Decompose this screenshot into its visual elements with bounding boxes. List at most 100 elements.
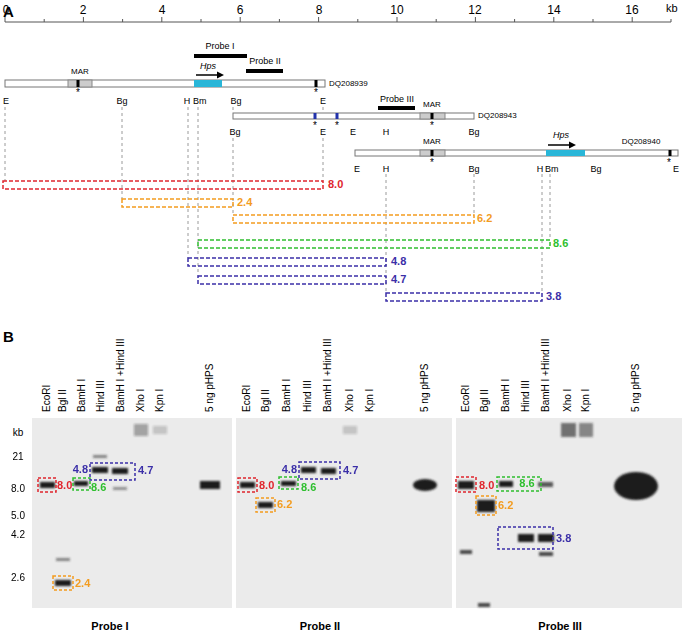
probe-label: Probe I [205,41,234,52]
restriction-site: Bg [468,164,479,175]
band-size: 8.6 [91,481,106,494]
lane-label: Xho I [344,389,356,412]
fragment-size: 8.0 [328,178,343,191]
band-size: 4.8 [282,463,297,476]
band-size: 6.2 [277,498,292,511]
band-size: 8.0 [259,479,274,492]
restriction-site: E [320,96,326,107]
gel-panel [32,418,232,608]
restriction-site: H [383,127,390,138]
clone-map [233,113,474,119]
panel-title: Probe I [91,620,128,633]
restriction-site: Bm [545,164,559,175]
lane-label: Kpn I [580,389,592,412]
site-star: * [76,87,80,99]
fragment-size: 4.7 [391,273,406,286]
probe-bar [194,54,247,58]
restriction-site: Bg [230,96,241,107]
band-size: 4.8 [73,463,88,476]
scale-ticks [5,17,671,22]
clone-map [5,72,325,88]
lane-label: 5 ng pHPS [419,364,431,412]
scale-number: 0 [3,3,10,17]
guide-lines [5,107,550,293]
band-size: 6.2 [498,499,513,512]
scale-number: 8 [316,3,323,17]
fragment-size: 2.4 [237,196,252,209]
lane-label: Bgl II [479,389,491,412]
panel-title: Probe II [300,620,340,633]
restriction-site: E [3,96,9,107]
fragment-size: 3.8 [546,290,561,303]
site-star: * [335,120,339,132]
scale-unit: kb [666,2,678,15]
site-star: * [667,157,671,169]
restriction-site: E [320,127,326,138]
restriction-site: E [354,164,360,175]
mar-label: MAR [423,137,441,147]
band-size: 8.6 [301,481,316,494]
restriction-site: Bg [590,164,601,175]
lane-label: BamH I +Hind III [322,338,334,412]
lane-label: BamH I [500,379,512,412]
gel-bands [40,423,658,607]
lane-label: Bgl II [57,389,69,412]
size-marker: 4.2 [11,529,25,541]
gene-label: Hps [200,61,216,72]
lane-label: BamH I [281,379,293,412]
scale-number: 16 [625,3,638,17]
site-star: * [313,120,317,132]
probe-label: Probe III [380,94,414,105]
mar-label: MAR [423,100,441,110]
band-size: 8.0 [479,479,494,492]
size-marker: 21 [12,451,23,463]
lane-label: BamH I [76,379,88,412]
panel-title: Probe III [538,620,581,633]
restriction-site: E [350,127,356,138]
restriction-site: E [673,164,679,175]
restriction-site: H [383,164,390,175]
accession-label: DQ208940 [622,137,661,147]
lane-label: Xho I [135,389,147,412]
band-size: 4.7 [343,464,358,477]
lane-label: Bgl II [260,389,272,412]
lane-label: 5 ng pHPS [204,364,216,412]
lane-label: Xho I [562,389,574,412]
gel-panel [236,418,452,608]
restriction-site: H [537,164,544,175]
lane-label: EcoRI [241,385,253,412]
size-marker: 8.0 [11,483,25,495]
restriction-site: Bg [116,96,127,107]
fragment-size: 6.2 [477,212,492,225]
accession-label: DQ208939 [329,79,368,89]
accession-label: DQ208943 [478,111,517,121]
fragment-size: 4.8 [391,255,406,268]
lane-label: EcoRI [460,385,472,412]
site-star: * [430,157,434,169]
scale-ruler [5,22,671,23]
restriction-site: Bg [468,127,479,138]
lane-label: BamH I +Hind III [540,338,552,412]
size-marker: kb [13,427,24,439]
lane-label: Hind III [302,380,314,412]
probe-bar [246,69,283,73]
scale-number: 6 [237,3,244,17]
probe-bar [378,106,415,110]
mar-label: MAR [71,67,89,77]
site-star: * [314,87,318,99]
restriction-site: H [184,96,191,107]
fragment-size: 8.6 [553,237,568,250]
lane-label: BamH I +Hind III [115,338,127,412]
band-boxes [38,462,553,590]
fragment-boxes [3,181,550,301]
scale-number: 14 [547,3,560,17]
scale-number: 12 [468,3,481,17]
lane-label: Hind III [520,380,532,412]
band-size: 3.8 [556,532,571,545]
scale-number: 2 [80,3,87,17]
lane-label: 5 ng pHPS [630,364,642,412]
size-marker: 2.6 [11,572,25,584]
scale-number: 10 [390,3,403,17]
lane-label: Kpn I [154,389,166,412]
